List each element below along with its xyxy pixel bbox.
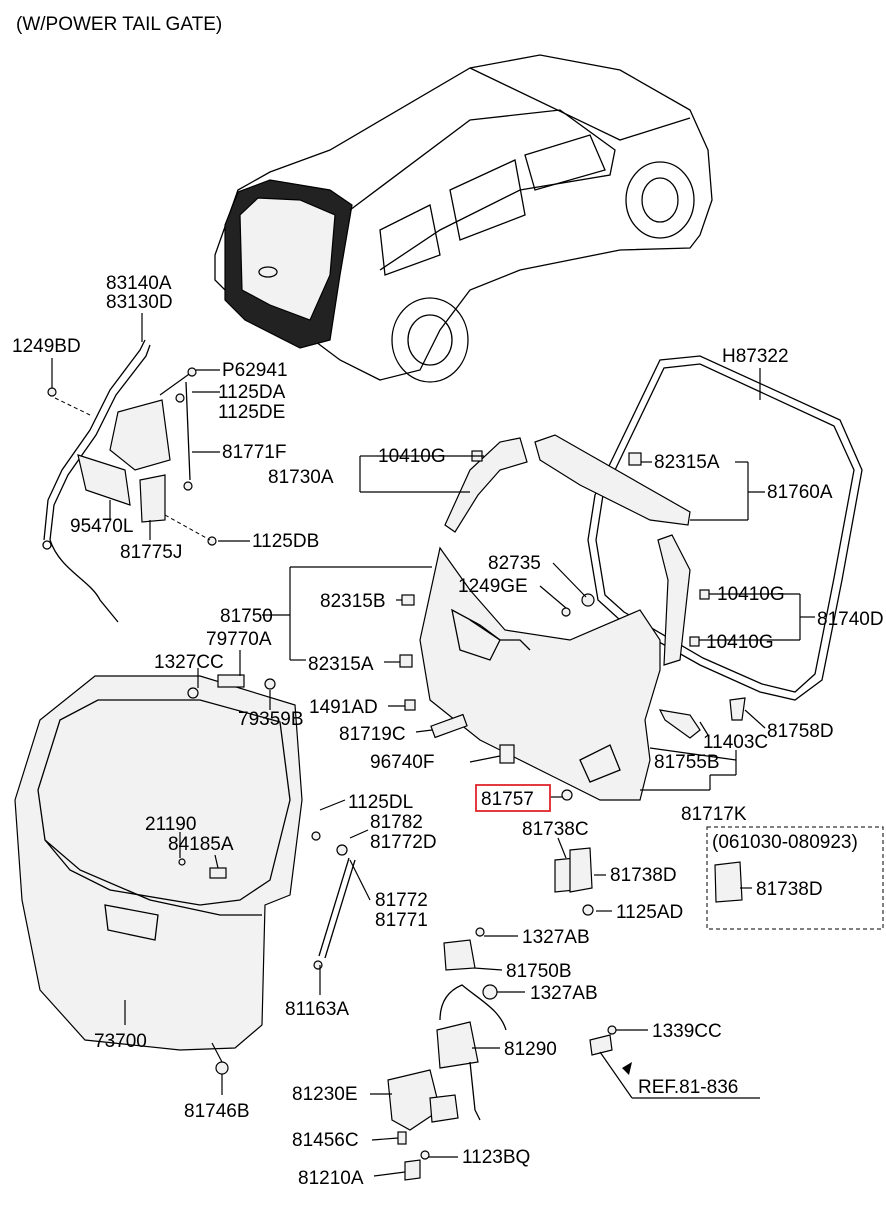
label-81782: 81782 — [370, 812, 423, 833]
side-trim-right — [657, 534, 691, 666]
label-83140A: 83140A — [106, 273, 172, 294]
label-H87322: H87322 — [722, 346, 789, 367]
label-96740F: 96740F — [370, 752, 434, 773]
label-73700: 73700 — [94, 1031, 147, 1052]
label-81750: 81750 — [220, 606, 273, 627]
label-81771: 81771 — [375, 910, 428, 931]
left-hinge-assembly — [42, 339, 217, 623]
label-1123BQ: 1123BQ — [462, 1147, 530, 1168]
label-21190: 21190 — [145, 814, 196, 835]
inner-trim-panel — [419, 546, 661, 801]
label-1125DA: 1125DA — [218, 382, 286, 403]
upper-trim-left — [444, 437, 528, 533]
label-11403C: 11403C — [703, 732, 768, 753]
label-81750B: 81750B — [506, 961, 572, 982]
upper-trim-right — [534, 434, 691, 526]
label-82735: 82735 — [488, 553, 541, 574]
label-10410G-top: 10410G — [378, 446, 446, 467]
label-1327AB-lower: 1327AB — [530, 983, 598, 1004]
label-1125AD: 1125AD — [616, 902, 683, 923]
label-1491AD: 1491AD — [309, 697, 378, 718]
label-P62941: P62941 — [222, 360, 288, 381]
label-79770A: 79770A — [206, 629, 272, 650]
label-81719C: 81719C — [339, 724, 406, 745]
label-81772: 81772 — [375, 890, 428, 911]
highlight-box — [475, 784, 551, 812]
label-81738D: 81738D — [610, 865, 677, 886]
label-10410G-upper-right: 10410G — [717, 584, 785, 605]
leader-lines — [51, 313, 815, 1177]
label-84185A: 84185A — [168, 834, 234, 855]
label-81290: 81290 — [504, 1039, 557, 1060]
weatherstrip-seal — [587, 355, 863, 701]
label-81758D: 81758D — [767, 721, 834, 742]
label-83130D: 83130D — [106, 292, 173, 313]
label-82315B: 82315B — [320, 591, 386, 612]
label-81738D-variant: 81738D — [756, 879, 823, 900]
label-ref-81-836: REF.81-836 — [638, 1077, 738, 1098]
tailgate-panel — [14, 675, 303, 1075]
label-81230E: 81230E — [292, 1084, 358, 1105]
label-1327AB-upper: 1327AB — [522, 927, 590, 948]
label-79359B: 79359B — [238, 709, 304, 730]
label-1125DB: 1125DB — [252, 531, 319, 552]
label-81717K: 81717K — [681, 804, 747, 825]
label-81730A: 81730A — [268, 467, 334, 488]
label-1249BD: 1249BD — [12, 336, 81, 357]
label-1125DL: 1125DL — [348, 792, 413, 813]
label-81771F: 81771F — [222, 442, 286, 463]
label-82315A-bottom: 82315A — [308, 654, 374, 675]
label-1125DE: 1125DE — [218, 402, 285, 423]
label-81755B: 81755B — [654, 752, 720, 773]
label-81740D: 81740D — [817, 609, 884, 630]
label-1249GE: 1249GE — [458, 576, 528, 597]
label-81757: 81757 — [481, 789, 534, 810]
label-81738C: 81738C — [522, 819, 589, 840]
label-82315A-top: 82315A — [654, 452, 720, 473]
variant-inset-box — [706, 826, 884, 930]
label-1339CC: 1339CC — [652, 1021, 722, 1042]
gas-strut — [324, 859, 356, 959]
label-10410G-lower-right: 10410G — [706, 632, 774, 653]
label-81456C: 81456C — [292, 1130, 359, 1151]
label-81775J: 81775J — [120, 542, 182, 563]
label-81163A: 81163A — [285, 999, 349, 1020]
label-81210A: 81210A — [298, 1168, 364, 1189]
part-labels: 83140A 83130D 1249BD P62941 1125DA 1125D… — [12, 273, 884, 1189]
label-81760A: 81760A — [767, 482, 833, 503]
label-81746B: 81746B — [184, 1101, 250, 1122]
label-variant-range: (061030-080923) — [712, 832, 858, 853]
label-1327CC: 1327CC — [154, 652, 224, 673]
diagram-title: (W/POWER TAIL GATE) — [16, 14, 222, 35]
label-81772D: 81772D — [370, 832, 437, 853]
vehicle-illustration — [214, 54, 713, 383]
label-95470L: 95470L — [70, 516, 133, 537]
